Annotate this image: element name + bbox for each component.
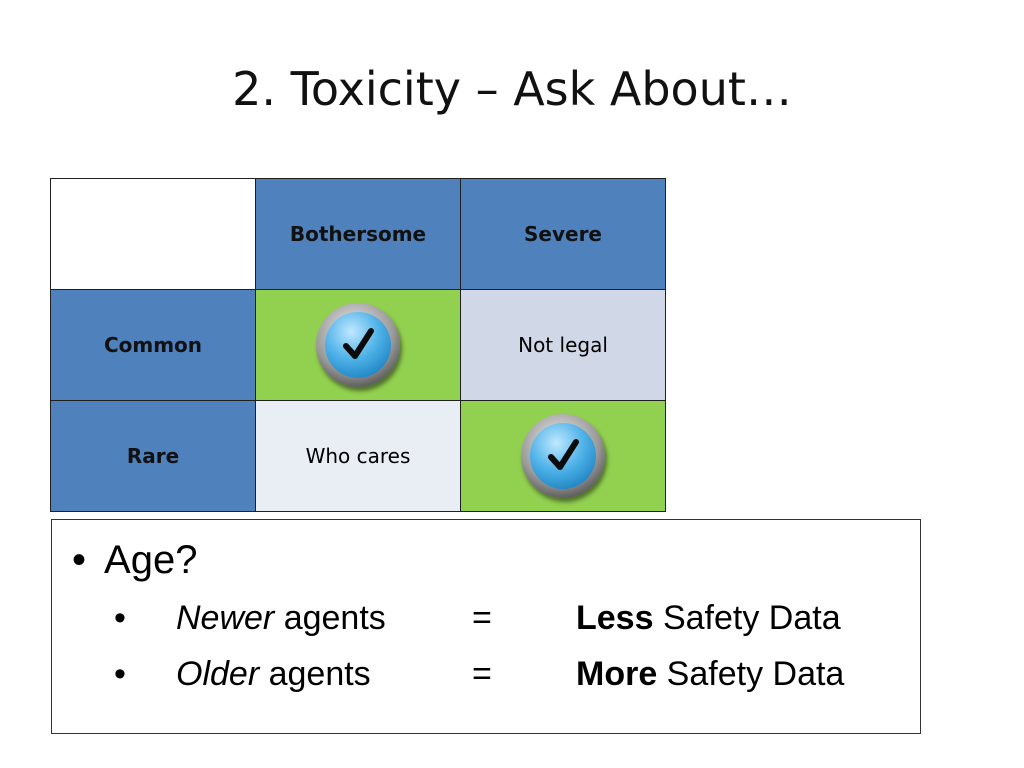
cell-rare-bothersome: Who cares — [256, 401, 460, 511]
col-header-severe: Severe — [461, 179, 665, 289]
cell-rare-severe — [461, 401, 665, 511]
slide-title: 2. Toxicity – Ask About… — [232, 62, 792, 116]
newer-tail: Safety Data — [653, 599, 841, 637]
bullet-newer: • Newer agents = Less Safety Data — [114, 599, 841, 637]
cell-common-bothersome — [256, 290, 460, 400]
older-tail: Safety Data — [657, 655, 845, 693]
older-equals: = — [472, 655, 492, 693]
older-em: Older — [176, 655, 260, 693]
newer-strong: Less — [576, 599, 654, 637]
grid-corner-cell — [51, 179, 255, 289]
check-icon — [316, 303, 400, 387]
newer-em: Newer — [176, 599, 275, 637]
toxicity-grid: Bothersome Severe Common Not legal Rare … — [50, 178, 666, 512]
newer-rest: agents — [274, 599, 386, 637]
bullet-box: •Age? • Newer agents = Less Safety Data … — [51, 519, 921, 734]
older-rest: agents — [259, 655, 371, 693]
bullet-older: • Older agents = More Safety Data — [114, 655, 845, 693]
col-header-bothersome: Bothersome — [256, 179, 460, 289]
bullet-age-text: Age? — [104, 538, 198, 582]
check-icon — [521, 414, 605, 498]
older-strong: More — [576, 655, 658, 693]
cell-common-severe: Not legal — [461, 290, 665, 400]
bullet-age: •Age? — [72, 538, 198, 582]
row-header-common: Common — [51, 290, 255, 400]
row-header-rare: Rare — [51, 401, 255, 511]
newer-equals: = — [472, 599, 492, 637]
